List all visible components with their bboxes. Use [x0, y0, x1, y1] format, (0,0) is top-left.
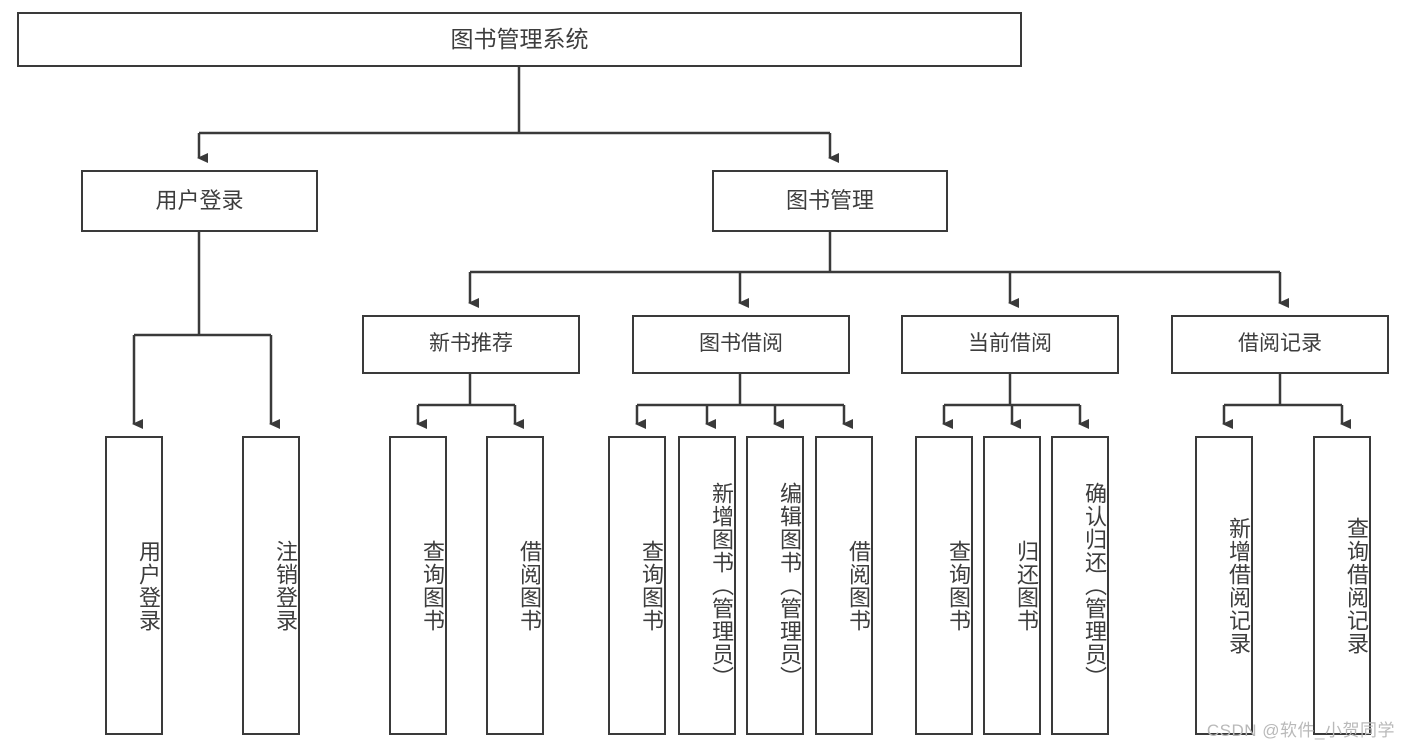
node-borrow-record[interactable]: 借阅记录	[1171, 315, 1389, 374]
leaf-borrow-borrow-book[interactable]: 借阅图书	[815, 436, 873, 735]
leaf-recommend-query-book[interactable]: 查询图书	[389, 436, 447, 735]
node-label: 当前借阅	[968, 332, 1052, 356]
leaf-current-return-book[interactable]: 归还图书	[983, 436, 1041, 735]
node-label: 用户登录	[155, 188, 244, 214]
watermark-text: CSDN @软件_小贺同学	[1206, 721, 1395, 740]
node-book-management[interactable]: 图书管理	[712, 170, 948, 232]
node-label: 查询图书	[946, 539, 971, 632]
leaf-borrow-add-book-admin[interactable]: 新增图书（管理员）	[678, 436, 736, 735]
leaf-record-add-record[interactable]: 新增借阅记录	[1195, 436, 1253, 735]
leaf-user-login-signin[interactable]: 用户登录	[105, 436, 163, 735]
leaf-recommend-borrow-book[interactable]: 借阅图书	[486, 436, 544, 735]
node-label: 借阅图书	[846, 539, 871, 632]
node-label: 图书管理	[785, 188, 874, 214]
node-label: 用户登录	[136, 539, 161, 632]
leaf-borrow-query-book[interactable]: 查询图书	[608, 436, 666, 735]
leaf-borrow-edit-book-admin[interactable]: 编辑图书（管理员）	[746, 436, 804, 735]
node-label: 图书管理系统	[450, 25, 589, 52]
node-current-borrow[interactable]: 当前借阅	[901, 315, 1119, 374]
leaf-user-login-signout[interactable]: 注销登录	[242, 436, 300, 735]
leaf-current-confirm-return-admin[interactable]: 确认归还（管理员）	[1051, 436, 1109, 735]
node-user-login[interactable]: 用户登录	[81, 170, 318, 232]
node-label: 借阅图书	[517, 539, 542, 632]
node-label: 新增图书（管理员）	[709, 482, 734, 689]
node-label: 查询借阅记录	[1344, 516, 1369, 655]
node-label: 查询图书	[420, 539, 445, 632]
node-root-system[interactable]: 图书管理系统	[17, 12, 1022, 67]
node-label: 新增借阅记录	[1226, 516, 1251, 655]
leaf-record-query-record[interactable]: 查询借阅记录	[1313, 436, 1371, 735]
node-label: 注销登录	[273, 539, 298, 632]
node-label: 查询图书	[639, 539, 664, 632]
node-label: 图书借阅	[699, 332, 783, 356]
node-book-borrow[interactable]: 图书借阅	[632, 315, 850, 374]
node-new-book-recommend[interactable]: 新书推荐	[362, 315, 580, 374]
node-label: 归还图书	[1014, 539, 1039, 632]
node-label: 确认归还（管理员）	[1082, 482, 1107, 689]
node-label: 编辑图书（管理员）	[777, 482, 802, 689]
node-label: 借阅记录	[1238, 332, 1322, 356]
leaf-current-query-book[interactable]: 查询图书	[915, 436, 973, 735]
node-label: 新书推荐	[429, 332, 513, 356]
